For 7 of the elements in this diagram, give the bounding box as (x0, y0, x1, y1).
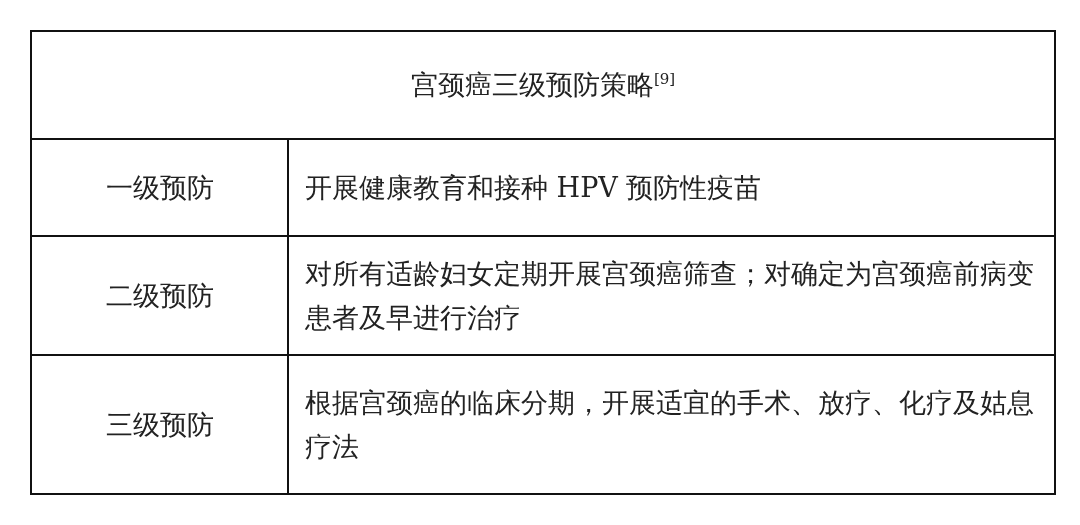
level-name: 二级预防 (105, 279, 214, 311)
measure-text: 对所有适龄妇女定期开展宫颈癌筛查；对确定为宫颈癌前病变患者及早进行治疗 (305, 257, 1034, 333)
measure-text: 根据宫颈癌的临床分期，开展适宜的手术、放疗、化疗及姑息疗法 (305, 386, 1034, 462)
table-title: 宫颈癌三级预防策略$^{[9]}$ (410, 69, 676, 100)
level-name: 一级预防 (105, 171, 214, 203)
level-name: 三级预防 (105, 408, 214, 440)
measure-text: 开展健康教育和接种 HPV 预防性疫苗 (305, 171, 762, 203)
